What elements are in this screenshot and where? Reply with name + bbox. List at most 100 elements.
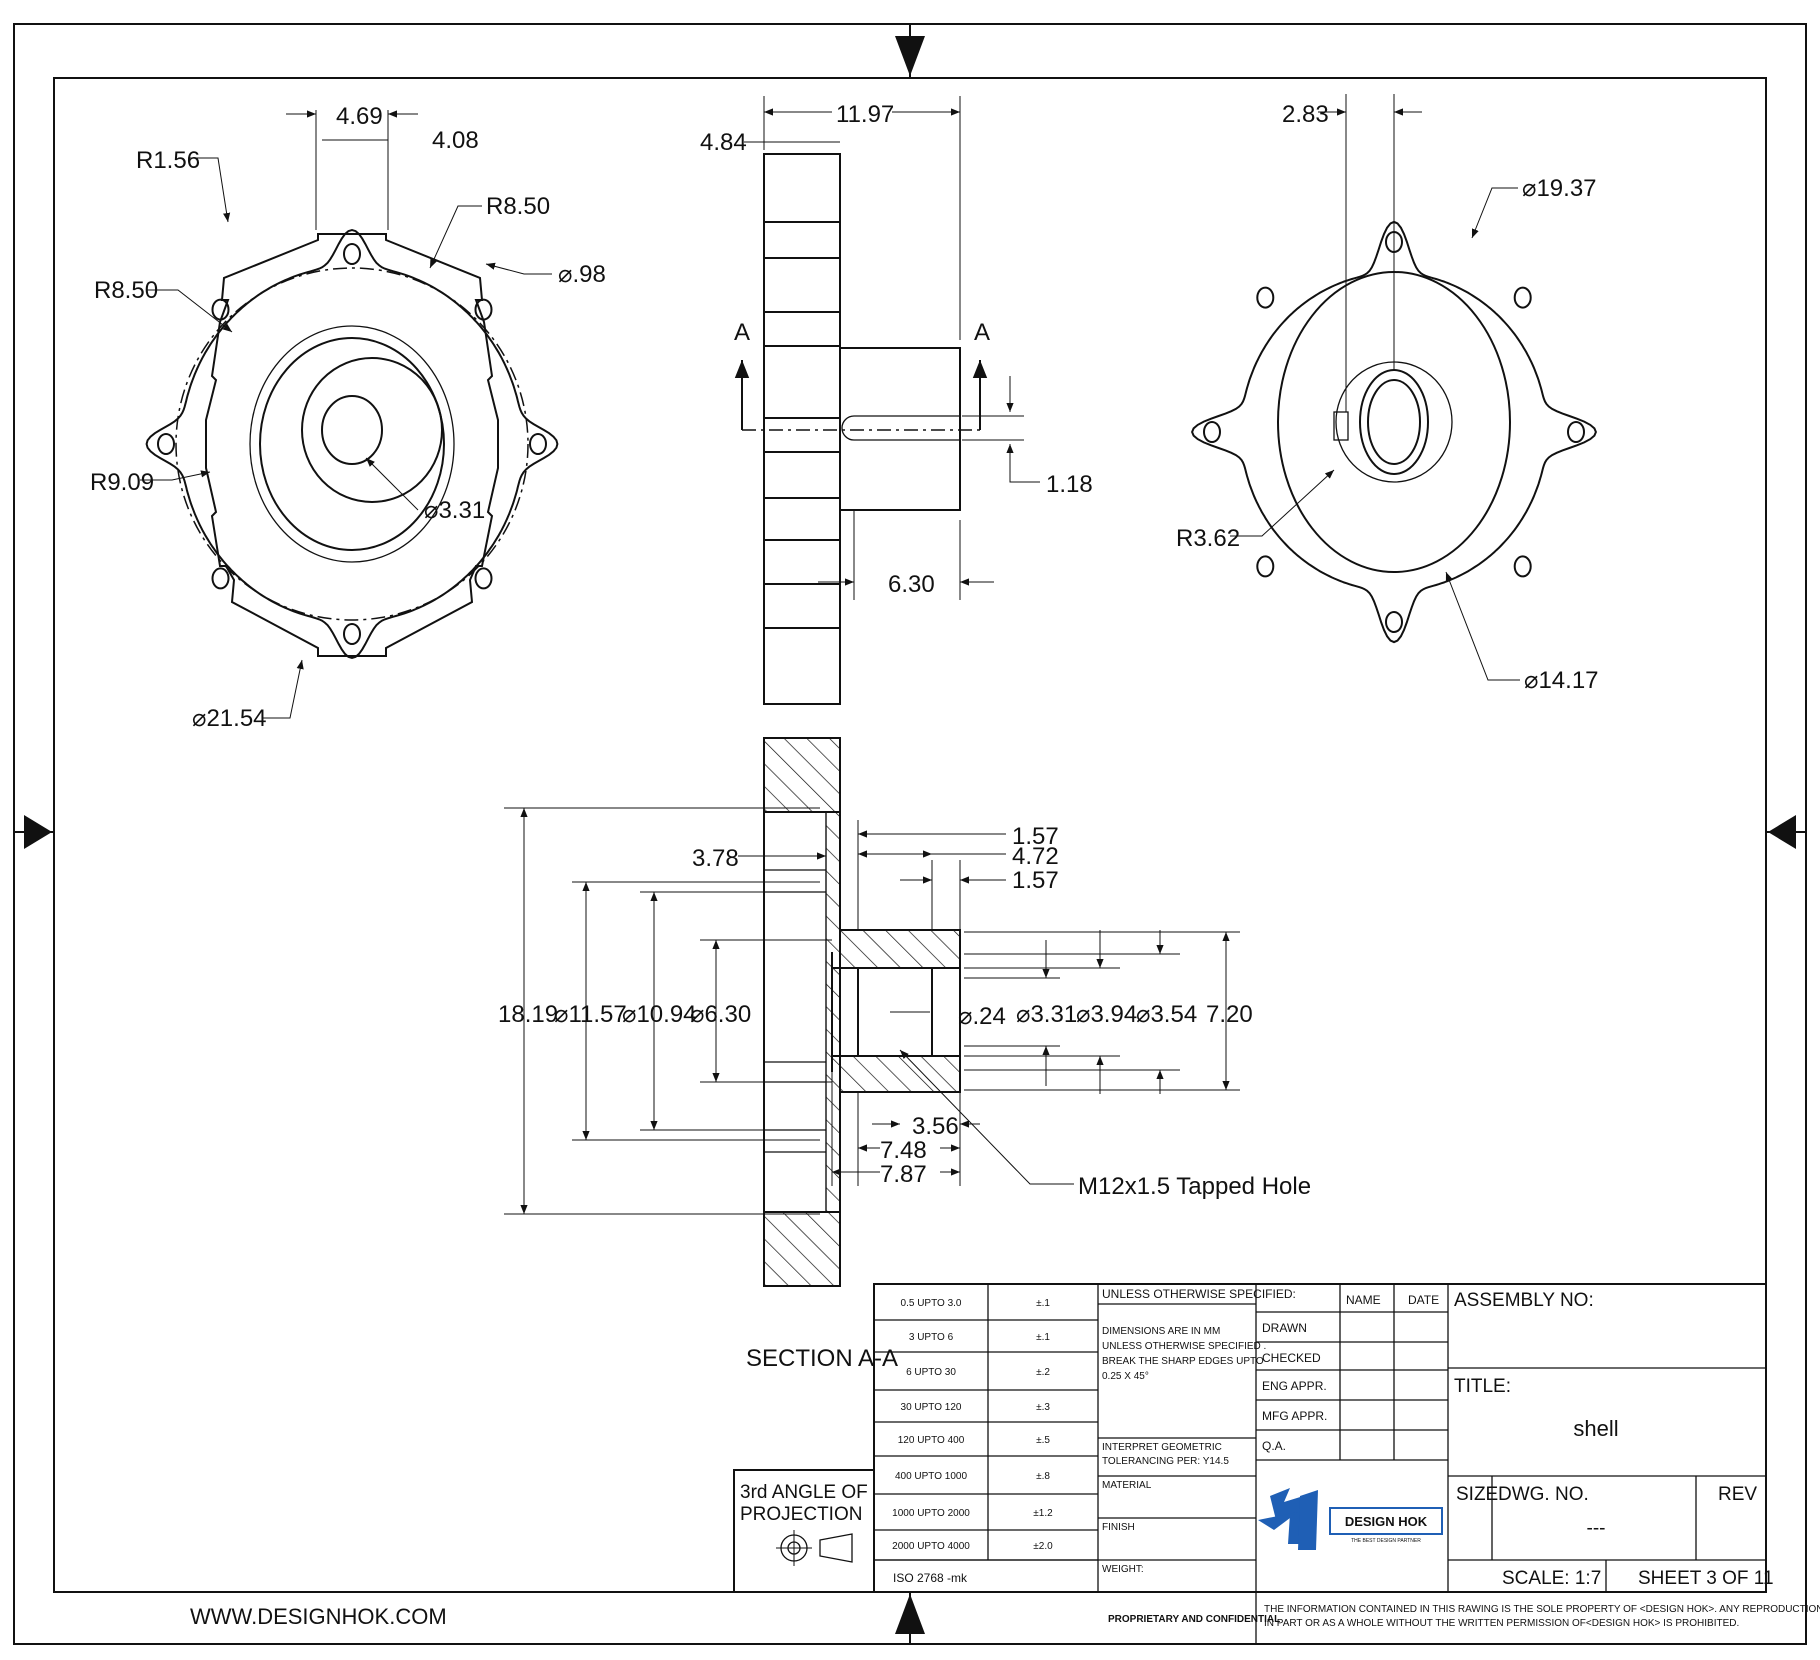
tolerance-range: 2000 UPTO 4000 — [892, 1541, 970, 1552]
section-bore — [831, 952, 960, 1072]
front-bolt-hole — [211, 298, 230, 321]
dwg-label: DWG. NO. — [1498, 1484, 1589, 1505]
dim-d-g: ⌀3.54 — [1136, 1001, 1197, 1028]
front-bore-ring — [301, 357, 443, 503]
back-view: 2.83 ⌀19.37 R3.62 ⌀14.17 — [1176, 94, 1599, 694]
tolerance-range: 6 UPTO 30 — [906, 1367, 956, 1378]
assembly-label: ASSEMBLY NO: — [1454, 1290, 1594, 1311]
disclaimer-line1: THE INFORMATION CONTAINED IN THIS RAWING… — [1264, 1604, 1820, 1615]
approval-role: Q.A. — [1262, 1439, 1286, 1453]
section-view: 18.19 ⌀11.57 ⌀10.94 ⌀6.30 ⌀.24 ⌀3.31 ⌀3.… — [498, 737, 1311, 1372]
tolerance-value: ±.1 — [1036, 1332, 1050, 1343]
rev-label: REV — [1718, 1484, 1757, 1505]
iso-standard: ISO 2768 -mk — [893, 1571, 968, 1585]
projection-line2: PROJECTION — [740, 1504, 862, 1525]
tolerance-range: 30 UPTO 120 — [901, 1402, 962, 1413]
note-line: DIMENSIONS ARE IN MM — [1102, 1326, 1220, 1337]
back-bolt-hole — [1513, 555, 1532, 578]
front-lobe-outline — [145, 228, 559, 660]
tolerance-range: 3 UPTO 6 — [909, 1332, 954, 1343]
disclaimer-line2: IN PART OR AS A WHOLE WITHOUT THE WRITTE… — [1264, 1618, 1739, 1629]
flange-profile — [763, 153, 841, 705]
dim-d-c: ⌀6.30 — [690, 1001, 751, 1028]
dim-l3: 7.87 — [880, 1161, 927, 1188]
tolerance-value: ±.1 — [1036, 1298, 1050, 1309]
side-view: A A 11.97 4.84 1.18 6.30 — [700, 96, 1093, 705]
scale: SCALE: 1:7 — [1502, 1568, 1601, 1589]
note-line: BREAK THE SHARP EDGES UPTO — [1102, 1356, 1264, 1367]
tolerance-range: 0.5 UPTO 3.0 — [901, 1298, 962, 1309]
front-bolt-hole — [529, 433, 547, 455]
tolerance-range: 1000 UPTO 2000 — [892, 1508, 970, 1519]
tolerance-value: ±.2 — [1036, 1367, 1050, 1378]
section-mark-left: A — [734, 319, 750, 346]
tolerance-value: ±.5 — [1036, 1435, 1050, 1446]
dim-r-key: R3.62 — [1176, 525, 1240, 552]
dim-d2: 4.72 — [1012, 843, 1059, 870]
projection-cone-icon — [819, 1533, 853, 1563]
projection-line1: 3rd ANGLE OF — [740, 1482, 868, 1503]
dim-total: 11.97 — [836, 101, 894, 128]
dim-d-a: ⌀11.57 — [554, 1001, 627, 1028]
dim-d-d: ⌀.24 — [958, 1003, 1006, 1030]
name-header: NAME — [1346, 1293, 1381, 1307]
logo-tagline: THE BEST DESIGN PARTNER — [1351, 1538, 1421, 1544]
approval-role: CHECKED — [1262, 1351, 1321, 1365]
note-line: 0.25 X 45° — [1102, 1371, 1149, 1382]
dim-r-inner: R9.09 — [90, 469, 154, 496]
front-bore — [321, 395, 383, 465]
back-bolt-hole — [1256, 555, 1275, 578]
size-label: SIZE — [1456, 1484, 1498, 1505]
front-bolt-hole — [343, 623, 361, 645]
back-bolt-hole — [1567, 421, 1585, 443]
note-line: UNLESS OTHERWISE SPECIFIED . — [1102, 1341, 1266, 1352]
tapped-hole-callout: M12x1.5 Tapped Hole — [1078, 1173, 1311, 1200]
logo-text: DESIGN HOK — [1345, 1514, 1428, 1529]
date-header: DATE — [1408, 1293, 1439, 1307]
section-mark-right: A — [974, 319, 990, 346]
tolerance-value: ±.8 — [1036, 1471, 1050, 1482]
back-bolt-hole — [1203, 421, 1221, 443]
dim-width-b: 4.08 — [432, 127, 479, 154]
tolerance-range: 120 UPTO 400 — [898, 1435, 965, 1446]
tolerance-value: ±1.2 — [1033, 1508, 1053, 1519]
weight-label: WEIGHT: — [1102, 1564, 1144, 1575]
unless-header: UNLESS OTHERWISE SPECIFIED: — [1102, 1287, 1296, 1301]
approval-role: MFG APPR. — [1262, 1409, 1327, 1423]
approval-role: DRAWN — [1262, 1321, 1307, 1335]
dim-r-lobe: R1.56 — [136, 147, 200, 174]
dim-bore: ⌀3.31 — [424, 497, 485, 524]
dim-r-top: R8.50 — [486, 193, 550, 220]
dim-pcd: ⌀21.54 — [192, 705, 267, 732]
dim-h-total: 18.19 — [498, 1001, 558, 1028]
sheet-number: SHEET 3 OF 11 — [1638, 1568, 1774, 1589]
dim-d-f: ⌀3.94 — [1076, 1001, 1137, 1028]
dim-flange: 4.84 — [700, 129, 747, 156]
proprietary-label: PROPRIETARY AND CONFIDENTIAL — [1108, 1614, 1280, 1625]
dim-l2: 7.48 — [880, 1137, 927, 1164]
dim-d-b: ⌀10.94 — [622, 1001, 697, 1028]
gdt-line1: INTERPRET GEOMETRIC — [1102, 1442, 1222, 1453]
dim-key: 1.18 — [1046, 471, 1093, 498]
back-bore-inner — [1367, 379, 1421, 465]
dim-outer: ⌀19.37 — [1522, 175, 1597, 202]
front-hub-ring — [249, 325, 455, 563]
dim-l1: 3.56 — [912, 1113, 959, 1140]
front-bolt-hole — [474, 567, 493, 590]
dim-h-hub: 7.20 — [1206, 1001, 1253, 1028]
front-bolt-hole — [157, 433, 175, 455]
title-block: 0.5 UPTO 3.0 ±.1 3 UPTO 6 ±.1 6 UPTO 30 ±.2 30… — [190, 1283, 1820, 1644]
front-bolt-hole — [343, 243, 361, 265]
dim-width-a: 4.69 — [336, 103, 383, 130]
front-bolt-hole — [474, 298, 493, 321]
dim-inner: ⌀14.17 — [1524, 667, 1599, 694]
back-bolt-hole — [1385, 611, 1403, 633]
inner-border — [53, 77, 1767, 1593]
design-hok-logo: DESIGN HOK THE BEST DESIGN PARTNER — [1258, 1488, 1443, 1550]
tolerance-value: ±.3 — [1036, 1402, 1050, 1413]
back-bore-outer — [1359, 369, 1429, 475]
keyway — [841, 415, 960, 441]
dim-d-e: ⌀3.31 — [1016, 1001, 1077, 1028]
section-title: SECTION A-A — [746, 1345, 898, 1372]
back-bolt-hole — [1256, 286, 1275, 309]
